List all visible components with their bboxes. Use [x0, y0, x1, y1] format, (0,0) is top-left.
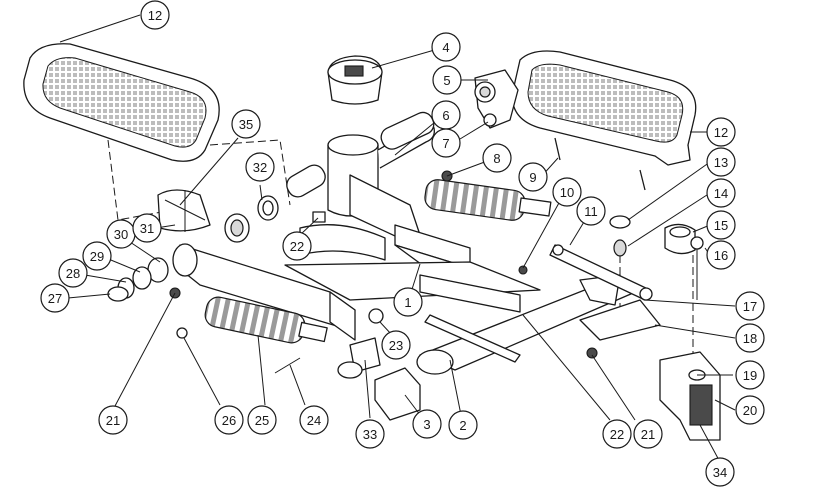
callout-number: 12	[148, 8, 162, 23]
callout-circle	[735, 360, 765, 390]
callout-number: 31	[140, 221, 154, 236]
callout-circle	[735, 291, 765, 321]
callout-number: 3	[423, 417, 430, 432]
callout-number: 11	[584, 204, 598, 219]
pedal-bracket	[474, 69, 519, 129]
callout-number: 10	[560, 185, 574, 200]
right-hardware	[609, 215, 721, 441]
callout-circle	[231, 109, 261, 139]
callout-number: 17	[743, 299, 757, 314]
callout-circle	[705, 457, 735, 487]
callout-number: 21	[106, 413, 120, 428]
callout-circle	[706, 117, 736, 147]
callout-circle	[98, 405, 128, 435]
callout-number: 6	[442, 108, 449, 123]
callout-circle	[412, 409, 442, 439]
end-caps	[337, 337, 421, 421]
callout-circle	[381, 330, 411, 360]
callout-number: 22	[290, 239, 304, 254]
callout-circle	[552, 177, 582, 207]
callout-circle	[282, 231, 312, 261]
right-pedal	[511, 50, 697, 166]
callout-circle	[518, 162, 548, 192]
callout-circle	[735, 323, 765, 353]
main-frame	[284, 224, 541, 313]
callout-circle	[482, 143, 512, 173]
callout-number: 34	[713, 465, 727, 480]
callout-circle	[706, 240, 736, 270]
callout-circle	[245, 152, 275, 182]
callout-circle	[448, 410, 478, 440]
callout-number: 25	[255, 413, 269, 428]
callout-circle	[214, 405, 244, 435]
callout-circle	[393, 287, 423, 317]
callout-circle	[576, 196, 606, 226]
left-crossbar	[172, 243, 356, 341]
callout-number: 1	[404, 295, 411, 310]
callout-number: 15	[714, 218, 728, 233]
callout-circle	[706, 210, 736, 240]
callout-circle	[132, 213, 162, 243]
callout-circle	[247, 405, 277, 435]
callout-number: 30	[114, 227, 128, 242]
callout-circle	[432, 65, 462, 95]
callout-number: 29	[90, 249, 104, 264]
callout-circle	[633, 419, 663, 449]
top-cap	[327, 55, 383, 105]
callout-number: 16	[714, 248, 728, 263]
callout-circle	[431, 32, 461, 62]
callout-number: 27	[48, 291, 62, 306]
fastener-parts	[274, 111, 646, 374]
left-pedal	[23, 43, 220, 162]
callout-circle	[299, 405, 329, 435]
callout-number: 9	[529, 170, 536, 185]
callout-circle	[431, 128, 461, 158]
callout-number: 20	[743, 403, 757, 418]
upper-shock	[424, 179, 552, 221]
callout-number: 12	[714, 125, 728, 140]
callout-number: 18	[743, 331, 757, 346]
callout-number: 8	[493, 151, 500, 166]
callout-number: 19	[743, 368, 757, 383]
callout-circle	[706, 147, 736, 177]
callout-circle	[140, 0, 170, 30]
callout-number: 22	[610, 427, 624, 442]
callout-number: 4	[442, 40, 449, 55]
leader-lines	[59, 14, 736, 463]
callout-number: 7	[442, 136, 449, 151]
callout-number: 5	[443, 73, 450, 88]
callout-circle	[58, 258, 88, 288]
callout-number: 21	[641, 427, 655, 442]
callout-number: 13	[714, 155, 728, 170]
callout-number: 32	[253, 160, 267, 175]
callout-labels: 1234567891011121213141516171819202121222…	[40, 0, 765, 487]
callout-circle	[40, 283, 70, 313]
callout-circle	[602, 419, 632, 449]
callout-number: 26	[222, 413, 236, 428]
linkage-arm	[424, 244, 661, 363]
callout-number: 35	[239, 117, 253, 132]
callout-number: 24	[307, 413, 321, 428]
callout-number: 14	[714, 186, 728, 201]
callout-circle	[735, 395, 765, 425]
callout-circle	[355, 419, 385, 449]
callout-circle	[706, 178, 736, 208]
callout-number: 28	[66, 266, 80, 281]
callout-circle	[82, 241, 112, 271]
callout-number: 2	[459, 418, 466, 433]
lower-shock	[204, 296, 328, 344]
callout-number: 33	[363, 427, 377, 442]
bearing-stack	[107, 164, 326, 339]
callout-number: 23	[389, 338, 403, 353]
